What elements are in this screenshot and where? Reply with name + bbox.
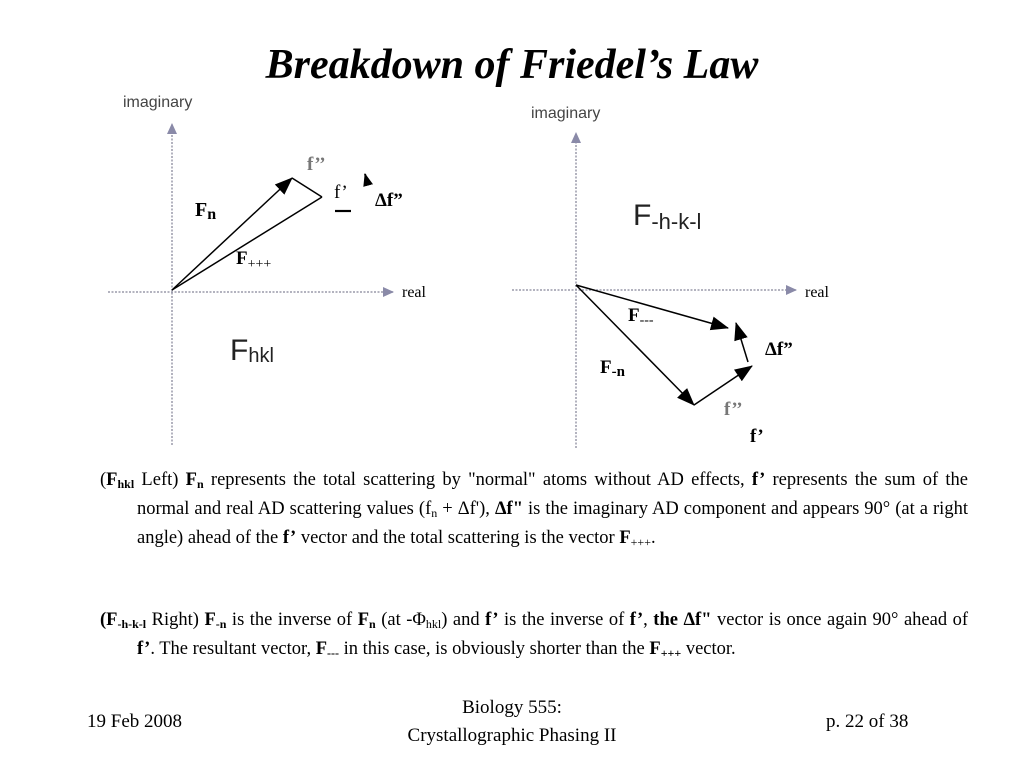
paragraph-left-explanation: (Fhkl Left) Fn represents the total scat… <box>100 470 969 549</box>
right-delta-f-label: Δf” <box>765 339 793 360</box>
left-fn-label: Fn <box>195 199 216 223</box>
right-fneg-hkl-label: F-h-k-l <box>633 199 701 234</box>
right-fmm-label: F--- <box>628 305 654 328</box>
left-argand-diagram: imaginary real f’’ f’ Δf” Fn F+++ Fhkl <box>108 94 427 445</box>
friedel-diagram: imaginary real f’’ f’ Δf” Fn F+++ Fhkl i… <box>108 94 830 448</box>
left-fppp-vector <box>171 196 323 291</box>
left-delta-f-arrow <box>363 173 373 187</box>
right-delta-f-vector <box>734 322 749 363</box>
right-argand-diagram: imaginary real F-h-k-l F--- Δf” F-n f’’ … <box>512 105 830 448</box>
footer-course-line1: Biology 555: <box>462 697 562 718</box>
left-fn-vector <box>171 177 293 291</box>
right-imaginary-label: imaginary <box>531 105 600 122</box>
slide-title: Breakdown of Friedel’s Law <box>265 42 759 88</box>
right-fneg-vector <box>575 284 695 406</box>
right-fneg-label: F-n <box>600 357 626 380</box>
left-real-label: real <box>402 284 427 301</box>
right-f2prime-label: f’’ <box>724 399 743 420</box>
right-fprime-label: f’ <box>750 426 764 447</box>
right-real-label: real <box>805 284 830 301</box>
right-fprime-vector <box>693 365 753 406</box>
footer-course: Biology 555: Crystallographic Phasing II <box>362 694 662 750</box>
left-f2prime-label: f’’ <box>307 154 326 175</box>
left-fhkl-label: Fhkl <box>230 334 274 367</box>
left-fppp-label: F+++ <box>236 248 271 272</box>
left-fprime-label: f’ <box>334 182 348 203</box>
footer-page-number: p. 22 of 38 <box>826 711 909 732</box>
left-fprime-tip <box>291 177 323 198</box>
right-fmm-vector <box>575 284 729 331</box>
paragraph-right-explanation: (F-h-k-l Right) F-n is the inverse of Fn… <box>100 610 969 660</box>
left-delta-f-label: Δf” <box>375 190 403 211</box>
left-imaginary-label: imaginary <box>123 94 192 111</box>
footer-date: 19 Feb 2008 <box>87 711 182 732</box>
footer-course-line2: Crystallographic Phasing II <box>407 725 617 746</box>
